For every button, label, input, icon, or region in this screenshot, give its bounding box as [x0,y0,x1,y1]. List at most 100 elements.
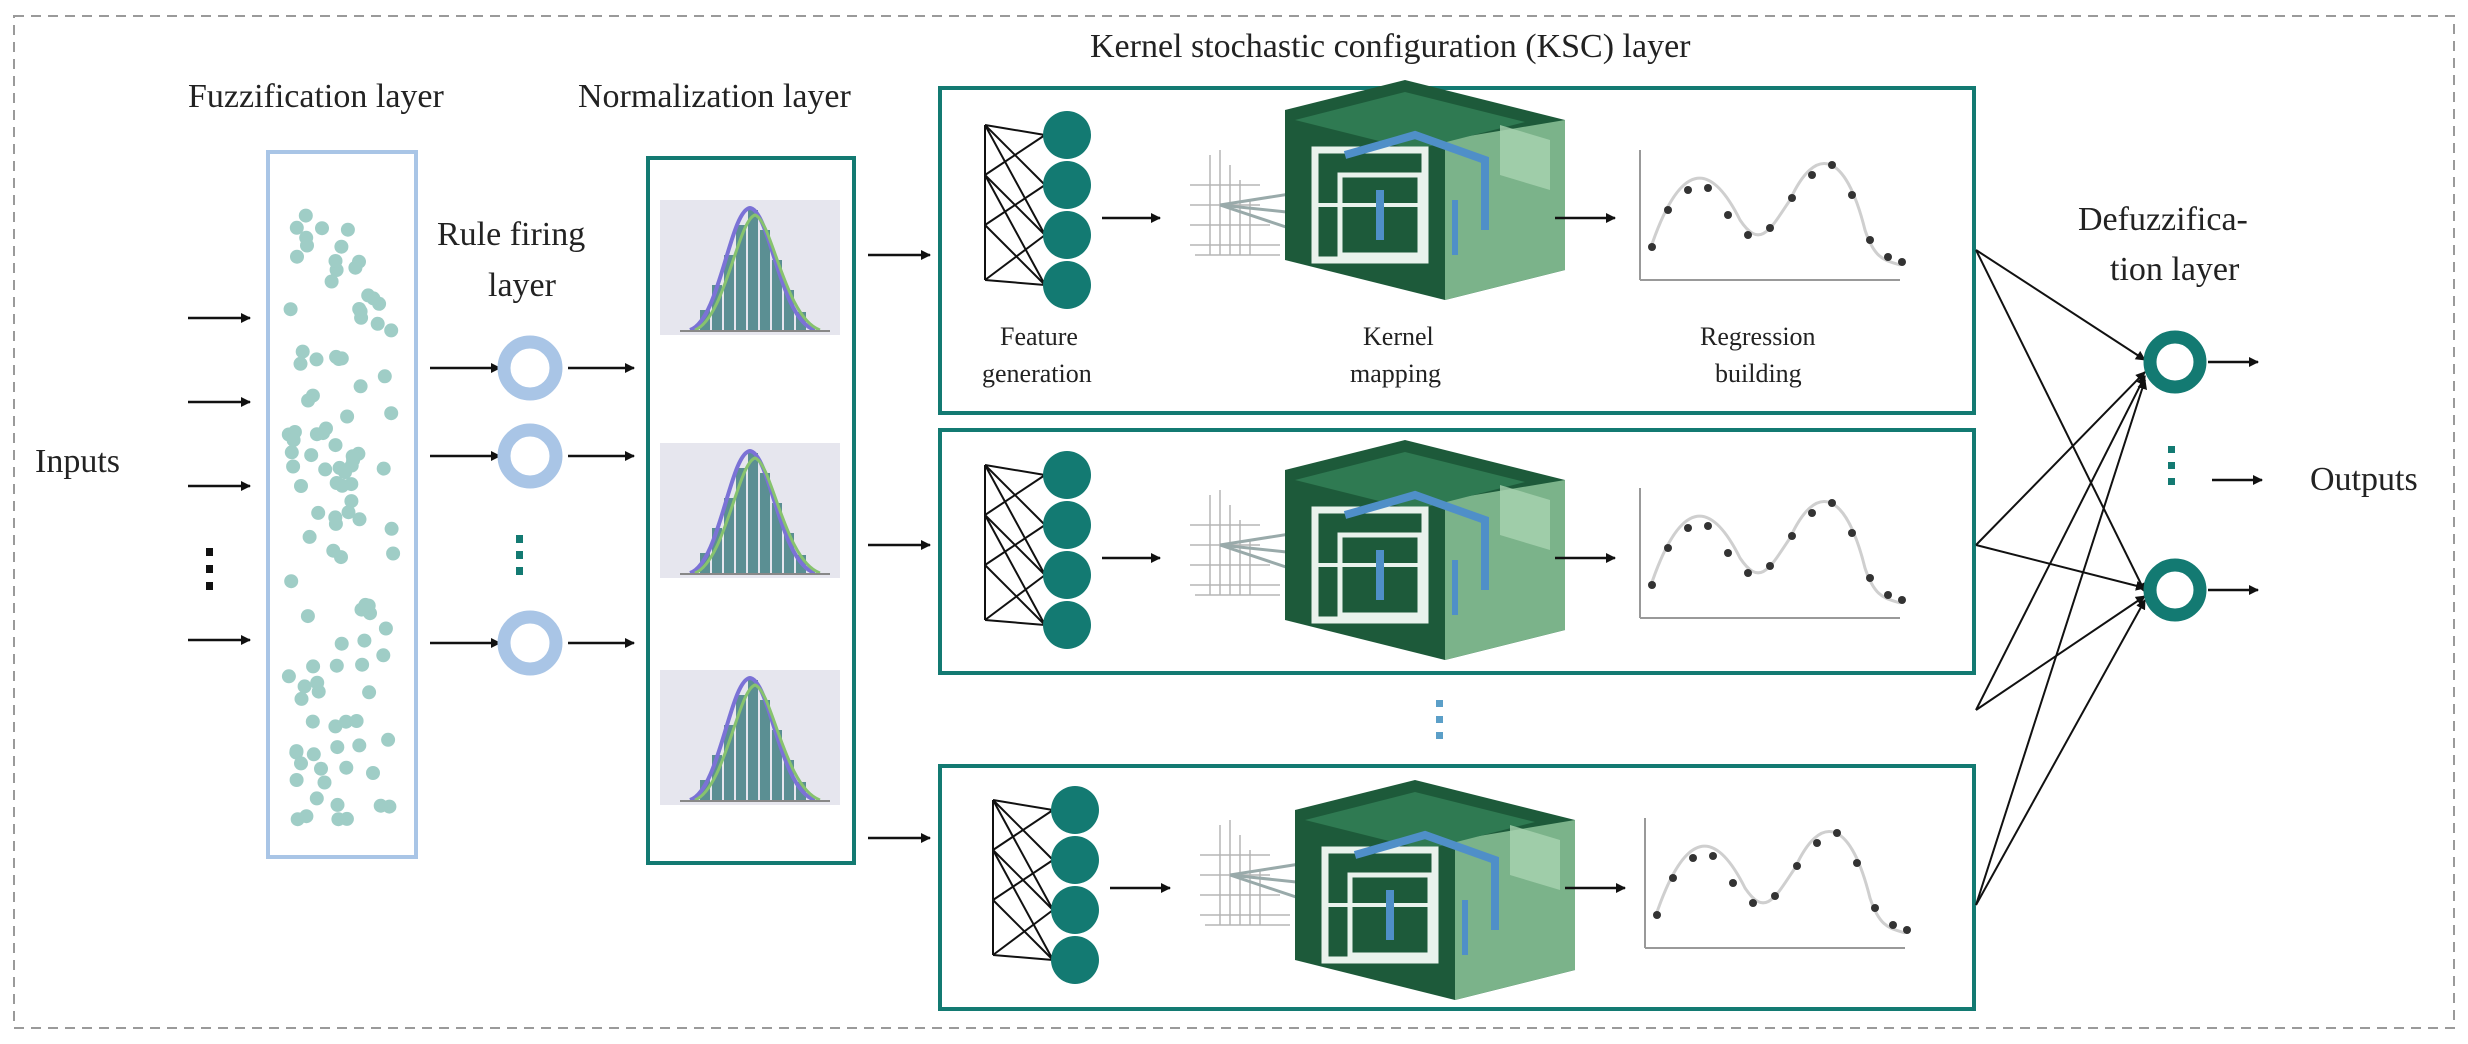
fuzzification-dot [384,406,399,421]
inputs-label: Inputs [35,443,120,480]
fuzzification-dot [317,775,332,790]
fuzzification-dot [340,222,355,237]
kernel-mapping-line2: mapping [1350,359,1441,388]
kernel-cube-icon [1295,780,1575,1000]
defuzz-ellipsis-icon [2168,446,2175,485]
rule-firing-neurons [497,335,563,676]
fuzzification-dot [334,636,349,651]
fuzzification-dot [355,657,370,672]
fuzzification-dot [334,239,349,254]
fuzzification-dot [304,448,319,463]
ksc-block-2 [938,428,1976,675]
fuzzification-dot [339,760,354,775]
ksc-block-3 [938,764,1976,1011]
fuzzification-dot [290,812,305,827]
fuzzification-dot [338,465,352,480]
fuzzification-dots [281,208,401,827]
kernel-cube-icon [1285,440,1565,660]
fuzzification-dot [301,393,316,408]
fuzzification-dot [314,761,328,776]
ksc-to-defuzz-lines [1975,249,2148,906]
fuzzification-dot [376,648,391,663]
fuzzification-dot [295,344,310,359]
fuzzification-dot [299,230,314,245]
outputs-label: Outputs [2310,461,2418,498]
input-arrows [188,313,251,645]
fuzzification-dot [362,685,377,700]
fuzzification-dot [377,369,392,384]
fuzzification-dot [309,352,324,367]
ksc-layer-title: Kernel stochastic configuration (KSC) la… [1090,28,1691,65]
fuzzification-dot [339,714,353,729]
fuzzification-dot [286,459,301,474]
fuzzification-dot [286,433,301,448]
inputs-ellipsis-icon [206,548,213,590]
fuzzification-dot [326,543,341,558]
fuzzification-dot [289,773,304,787]
histogram-icon [658,441,842,580]
fuzzification-dot [294,691,309,706]
ring-neuron-icon [2143,558,2207,622]
fuzzification-dot [352,738,367,753]
fuzzification-dot [341,505,356,520]
fuzzification-dot [366,291,381,306]
fuzzification-dot [328,254,343,268]
fuzzification-dot [289,745,304,760]
fuzzification-dot [328,719,343,734]
fuzzification-dot [352,512,367,527]
ksc-block-1: Feature generation Kernel mapping Regres… [938,80,1976,415]
fuzzification-dot [373,798,388,813]
fuzzification-dot [294,756,308,771]
feature-generation-line2: generation [982,359,1092,388]
outer-frame [13,15,2455,1029]
ring-neuron-icon [497,610,563,676]
rule-ellipsis-icon [516,535,523,575]
fuzzification-dot [349,714,364,728]
fuzzification-dot [344,494,359,509]
fuzzification-dot [348,260,363,275]
fuzzification-dot [366,766,380,780]
output-arrows [2208,357,2263,595]
fuzzification-dot [305,714,320,729]
fuzzification-dot [340,409,355,424]
histogram-icon [658,198,842,337]
normalization-layer-title: Normalization layer [578,78,852,115]
fuzzification-dot [283,302,298,317]
norm-to-ksc-arrows [868,250,931,843]
defuzzification-title-line2: tion layer [2110,251,2240,288]
ring-neuron-icon [2143,330,2207,394]
histogram-icon [658,668,842,807]
fuzzification-dot [384,521,399,536]
fuzzification-dot [284,574,299,589]
defuzzification-neurons [2143,330,2207,622]
fuzzification-dot [354,310,369,325]
fuzzification-dot [298,208,313,223]
fuzzification-dot [386,546,401,561]
ring-neuron-icon [497,423,563,489]
fuzzification-dot [300,609,315,624]
fuzzification-dot [378,621,393,636]
ksc-ellipsis-icon [1436,700,1443,739]
kernel-cube-icon [1285,80,1565,300]
rule-firing-title-line1: Rule firing [437,216,585,253]
fuzzification-dot [331,812,346,827]
fuzzification-dot [302,529,317,544]
fuzzification-dot [309,427,324,442]
fuzzification-dot [315,221,329,236]
fuzzification-dot [357,633,372,648]
fuzzification-layer-title: Fuzzification layer [188,78,445,115]
fuzzification-dot [324,274,339,289]
fuzzification-dot [309,791,324,806]
fuzzification-dot [284,445,299,460]
fuzzification-dot [381,732,396,747]
fuzzification-dot [376,461,391,476]
regression-building-line1: Regression [1700,322,1816,351]
fuzzification-dot [281,669,296,684]
fuzzification-dot [310,675,325,690]
fuzzification-dot [358,597,373,612]
defuzzification-title-line1: Defuzzifica- [2078,201,2248,238]
fuzzification-dot [370,316,385,331]
rule-to-norm-arrows [568,363,635,648]
fuzzification-dot [384,323,399,338]
